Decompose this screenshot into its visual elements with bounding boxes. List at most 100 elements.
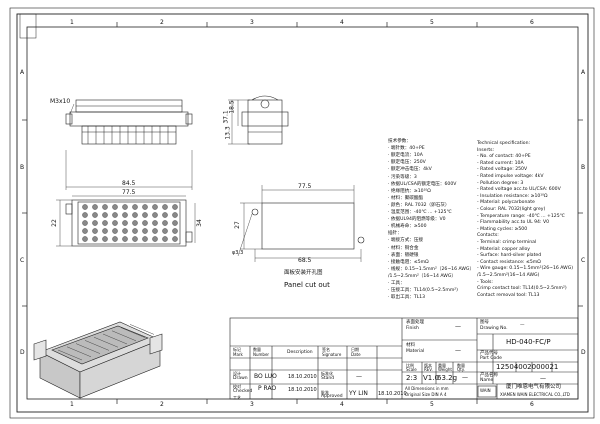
spec-line: · 额定冲击电压：4kV (388, 167, 432, 173)
spec-line: · 表面：镀硬银 (388, 252, 419, 258)
contact-pin (162, 204, 168, 210)
dim-84-5: 84.5 (122, 180, 136, 187)
contact-pin (172, 228, 178, 234)
tb-part-code-val: 12504002000021 (496, 363, 559, 371)
contact-pin (112, 236, 118, 242)
contact-pin (172, 212, 178, 218)
spec-chinese: 技术参数：· 端针数：40+PE· 额定电流：10A· 额定电压：250V· 额… (388, 139, 475, 310)
zone-bottom-3: 3 (250, 401, 254, 408)
tb-rev-val: V1.0 (423, 374, 439, 382)
spec-line: · 额定电流：10A (388, 153, 423, 159)
tb-date-en: Date (351, 352, 361, 357)
contact-pin (142, 228, 148, 234)
iso-pin-line (57, 349, 83, 361)
tb-signature-cn: 签名 (322, 347, 330, 352)
tb-part-code-en: Part Code (480, 356, 502, 361)
contact-pin (132, 228, 138, 234)
zone-left-c: C (20, 257, 25, 264)
tb-approved-cn: 批准 (321, 390, 329, 395)
contact-pin (172, 236, 178, 242)
zone-bottom-2: 2 (160, 401, 164, 408)
tb-drawn-date: 18.10.2010 (288, 374, 317, 380)
contact-pin (112, 204, 118, 210)
spec-line: /1.5~2.5mm²(16~14 AWG) (477, 273, 540, 278)
contact-pin (82, 212, 88, 218)
tb-weight-val: 63.2g (437, 374, 458, 382)
spec-line: - Material: copper alloy (477, 246, 531, 252)
spec-line: · 依据UL94的阻燃等级：V0 (388, 217, 446, 223)
spec-line: · 依据UL/CSA的额定电压：600V (388, 181, 457, 187)
contact-pin (92, 228, 98, 234)
iso-pin-line (129, 324, 155, 335)
zone-right-d: D (581, 349, 586, 356)
spec-line: 技术参数： (388, 139, 411, 144)
spec-line: · 取出工具：TL13 (388, 295, 426, 301)
contact-pin (162, 228, 168, 234)
panel-cutout-caption-en: Panel cut out (284, 281, 330, 289)
zone-bottom-1: 1 (70, 401, 74, 408)
spec-line: - Terminal: crimp terminal (477, 240, 537, 245)
tb-material-val: — (455, 347, 461, 354)
contact-pin (162, 236, 168, 242)
tb-qty-cn: 数量 (457, 363, 465, 368)
spec-line: · 绝缘阻抗：≥10¹⁰Ω (388, 188, 431, 194)
logo-text: WAIN (480, 388, 491, 393)
company-logo (477, 385, 497, 398)
tb-rev-en: REV. (424, 367, 433, 372)
dim-m3x10: M3x10 (50, 98, 71, 105)
spec-line: Technical specification: (477, 141, 531, 146)
contact-pin (172, 220, 178, 226)
tb-drawn-name: BO LUO (254, 373, 277, 380)
contact-pin (162, 212, 168, 218)
tb-finish-en: Finish (406, 326, 419, 331)
contact-pin (102, 228, 108, 234)
zone-top-2: 2 (160, 19, 164, 26)
spec-line: - Colour: RAL 7032(light grey) (477, 207, 546, 212)
spec-line: - Pollution degree: 3 (477, 180, 524, 186)
tb-number-en: Number (253, 352, 270, 357)
contact-pin (122, 236, 128, 242)
contact-pin (132, 236, 138, 242)
dim-22: 22 (50, 219, 58, 227)
iso-pin-line (84, 340, 110, 351)
tb-approved-name: YY LIN (349, 390, 368, 397)
tb-process-cn: 工艺 (233, 395, 241, 400)
spec-line: - Rated voltage: 250V (477, 167, 528, 173)
spec-line: · 线规：0.15~1.5mm²（26~16 AWG） (388, 266, 475, 272)
contact-pin (112, 228, 118, 234)
zone-top-1: 1 (70, 19, 74, 26)
spec-english: Technical specification:Inserts: - No. o… (477, 141, 577, 312)
dim-13-3: 13.3 (224, 126, 232, 140)
spec-line: · 额定电压：250V (388, 160, 426, 166)
contact-pin (132, 212, 138, 218)
contact-pin (82, 228, 88, 234)
zone-right-a: A (581, 69, 586, 76)
iso-pin-line (102, 333, 128, 345)
tb-stand-cn: 标准化 (321, 371, 333, 376)
zone-left-d: D (20, 349, 25, 356)
contact-pin (82, 204, 88, 210)
tb-finish-cn: 表面处理 (406, 320, 424, 325)
spec-line: · 接触电阻：≤5mΩ (388, 259, 429, 265)
pin-grid (82, 204, 178, 242)
iso-pin-line (66, 346, 92, 358)
zone-left-a: A (20, 69, 25, 76)
contact-pin (82, 220, 88, 226)
tb-stand-en: Stand (321, 376, 335, 381)
contact-pin (122, 212, 128, 218)
dim-phi-3-3: φ3.3 (232, 250, 244, 256)
spec-line: - Flammability acc.to UL 94: V0 (477, 220, 550, 226)
tb-weight-cn: 重量 (438, 363, 446, 368)
spec-line: · 工具： (388, 281, 405, 286)
dim-27: 27 (233, 221, 241, 229)
spec-line: - Temperature range: -40℃ ... +125℃ (477, 213, 565, 219)
dim-68-5: 68.5 (298, 257, 312, 264)
contact-pin (162, 220, 168, 226)
spec-line: · 材料：聚碳酸酯 (388, 195, 424, 201)
panel-cutout-caption-cn: 面板安装开孔图 (284, 270, 323, 276)
spec-line: - Rated current: 10A (477, 160, 524, 166)
contact-pin (92, 236, 98, 242)
spec-line: Contact removal tool: TL13 (477, 292, 540, 298)
zone-top-5: 5 (430, 19, 434, 26)
